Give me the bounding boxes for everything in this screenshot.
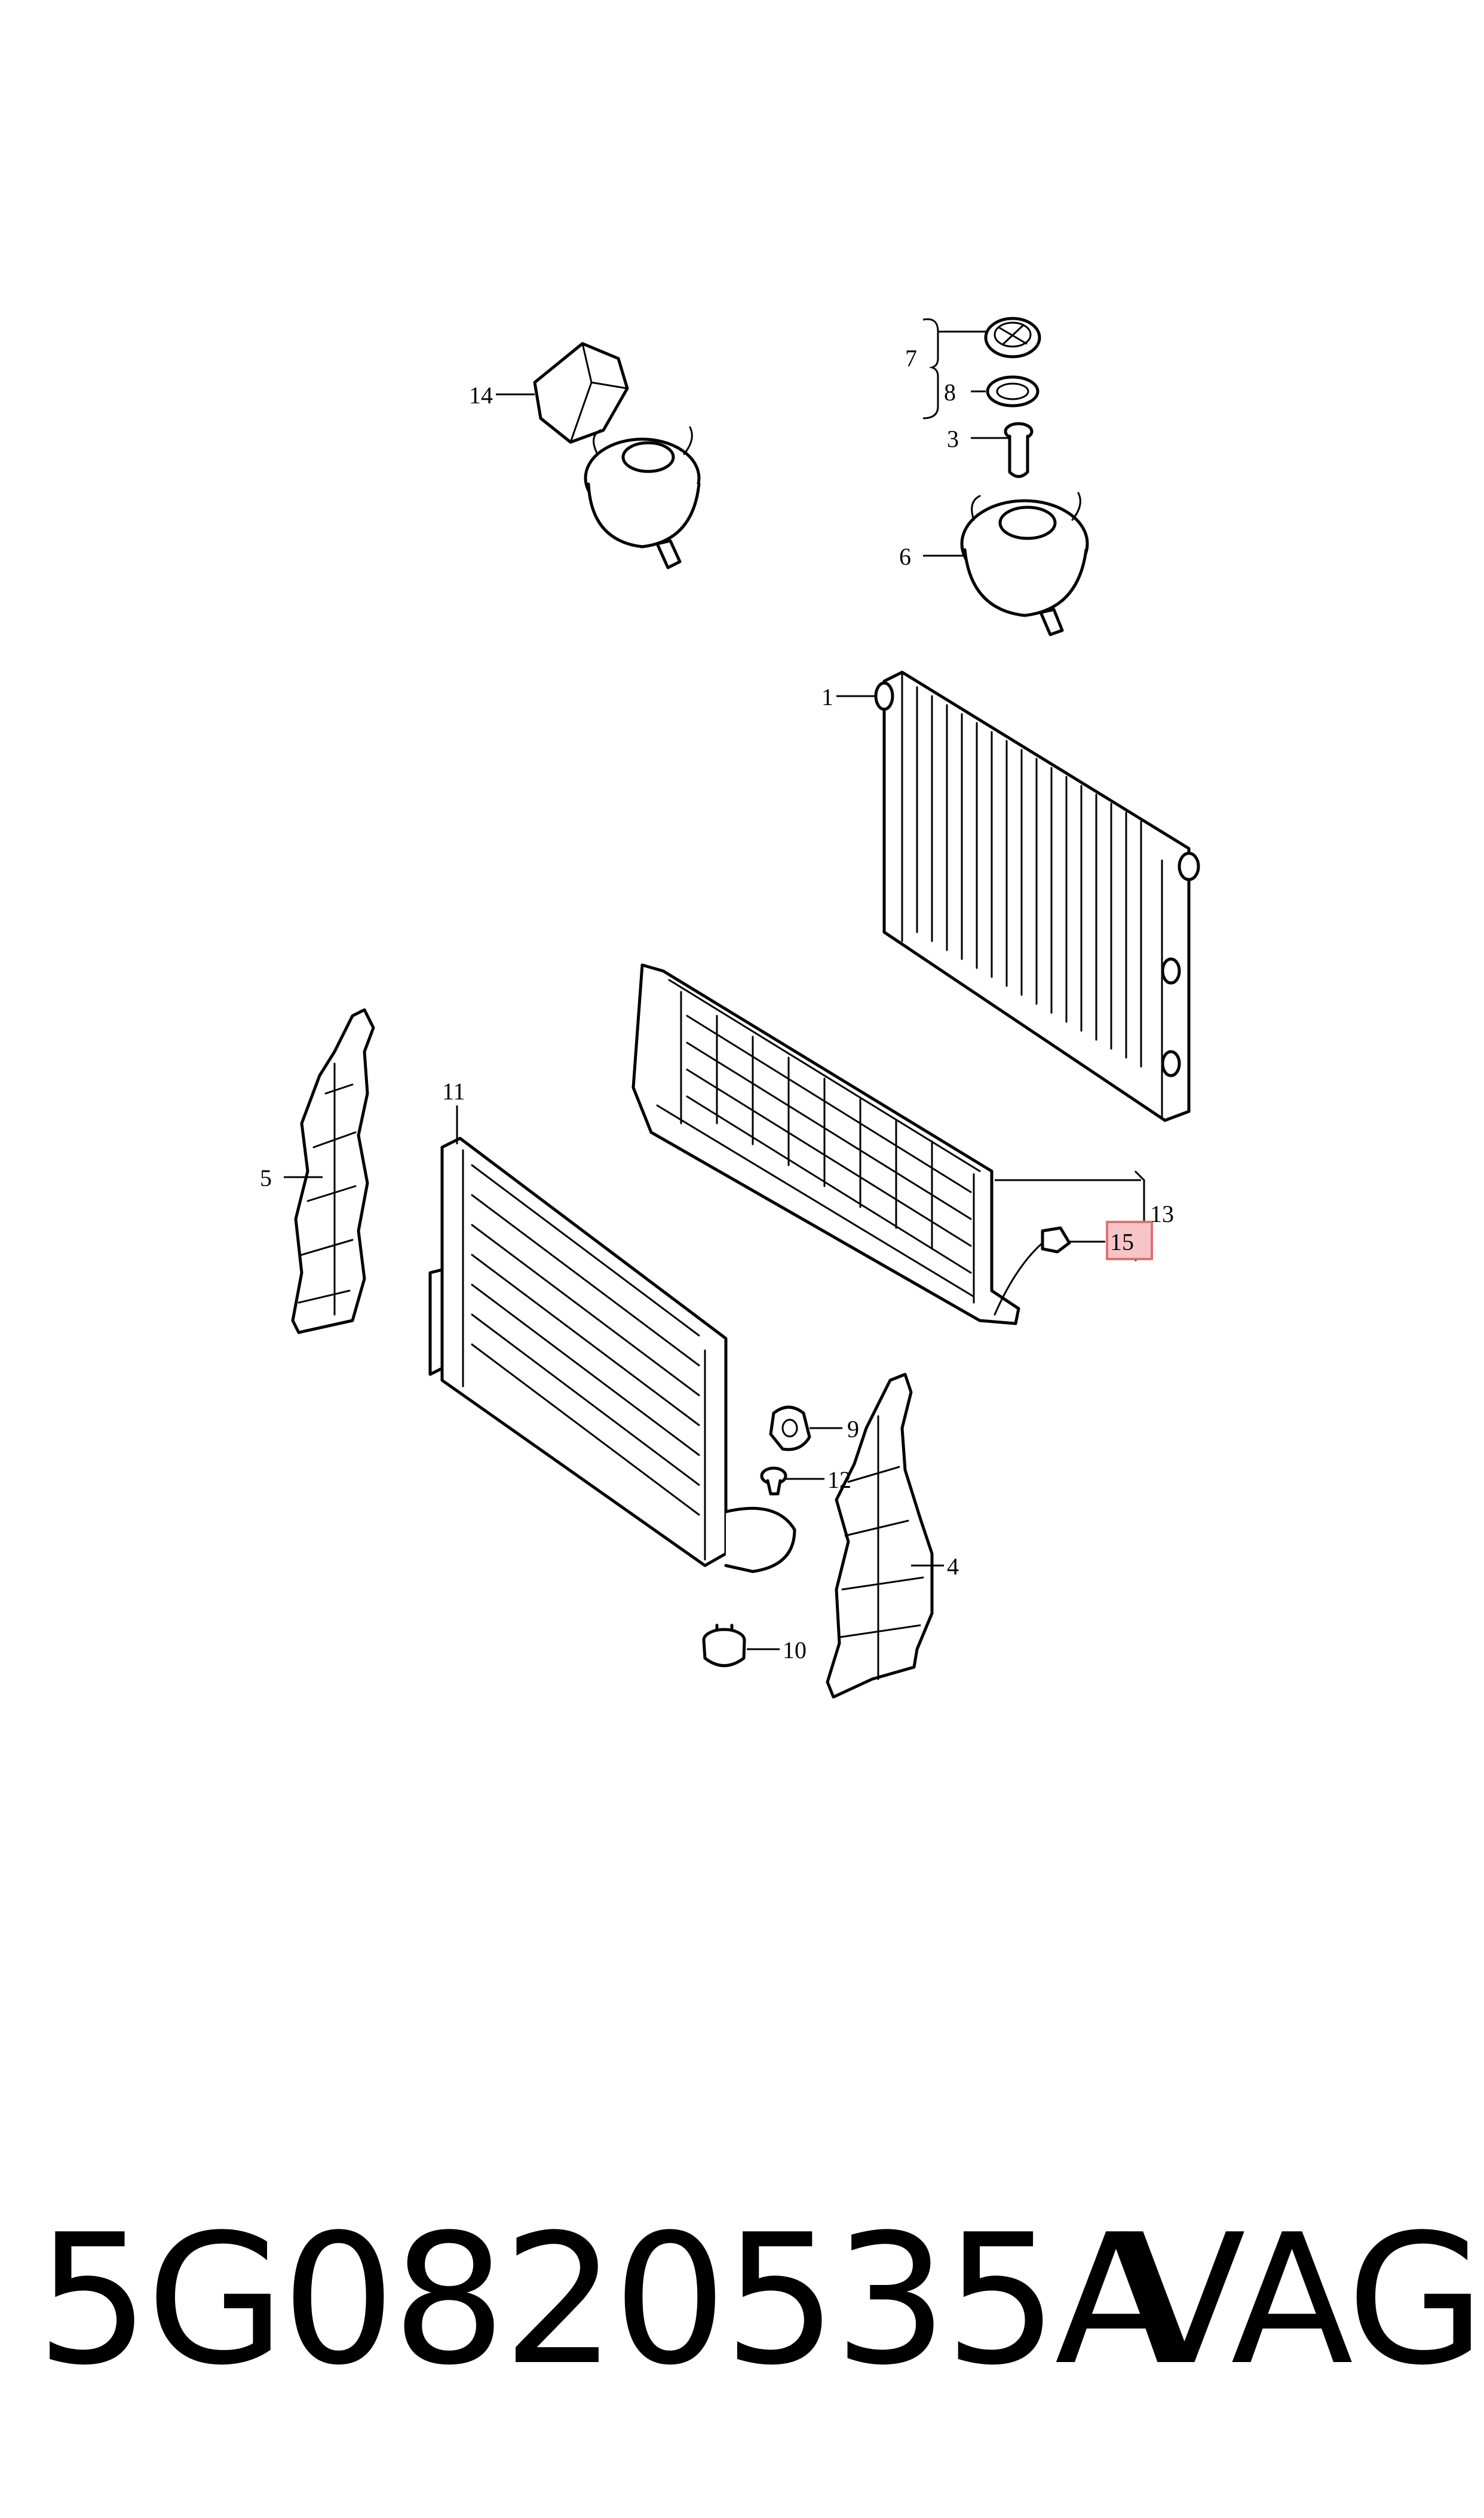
callout-10[interactable]: 10 bbox=[783, 1637, 807, 1664]
callout-11[interactable]: 11 bbox=[442, 1078, 465, 1105]
brand-name: VAG bbox=[1123, 2196, 1484, 2404]
callout-15-highlight bbox=[1106, 1221, 1153, 1260]
part-1-radiator bbox=[874, 670, 1200, 1122]
callout-14[interactable]: 14 bbox=[469, 382, 493, 409]
part-4-right-air-guide bbox=[826, 1373, 934, 1699]
air-duct-louvres bbox=[686, 1015, 972, 1274]
callout-5[interactable]: 5 bbox=[260, 1165, 272, 1191]
callout-15[interactable]: 15 bbox=[1110, 1229, 1134, 1255]
callout-1[interactable]: 1 bbox=[821, 684, 833, 710]
part-8-seal-ring bbox=[986, 375, 1040, 408]
footer: 5G0820535A VAG bbox=[0, 2199, 1484, 2402]
callout-9[interactable]: 9 bbox=[847, 1416, 859, 1442]
callout-4[interactable]: 4 bbox=[947, 1553, 959, 1580]
callout-labels: 14 7 8 3 6 1 11 5 13 15 9 12 4 10 bbox=[260, 345, 1174, 1664]
callout-13[interactable]: 13 bbox=[1150, 1200, 1174, 1227]
radiator-core-fins bbox=[916, 686, 1142, 1068]
callout-7[interactable]: 7 bbox=[905, 345, 917, 372]
callout-8[interactable]: 8 bbox=[944, 379, 956, 406]
part-5-left-air-guide bbox=[291, 1008, 375, 1334]
part-number: 5G0820535A bbox=[36, 2196, 1178, 2404]
cooler-core-lines bbox=[471, 1164, 700, 1516]
part-9-rubber-mount bbox=[769, 1405, 811, 1451]
part-10-rubber-buffer bbox=[702, 1623, 746, 1667]
callout-12[interactable]: 12 bbox=[827, 1466, 851, 1493]
part-3-bolt bbox=[1004, 422, 1034, 478]
part-14-expansion-tank-with-cover bbox=[533, 342, 701, 569]
callout-6[interactable]: 6 bbox=[899, 543, 911, 570]
part-7-cap bbox=[984, 317, 1041, 359]
part-12-clip bbox=[760, 1466, 787, 1496]
callout-3[interactable]: 3 bbox=[947, 425, 959, 452]
part-13-air-duct bbox=[631, 963, 1020, 1325]
part-15-sensor bbox=[994, 1226, 1071, 1316]
part-11-charge-air-cooler bbox=[428, 1137, 796, 1573]
leader-lines bbox=[284, 318, 1145, 1650]
part-6-expansion-tank bbox=[960, 492, 1089, 636]
